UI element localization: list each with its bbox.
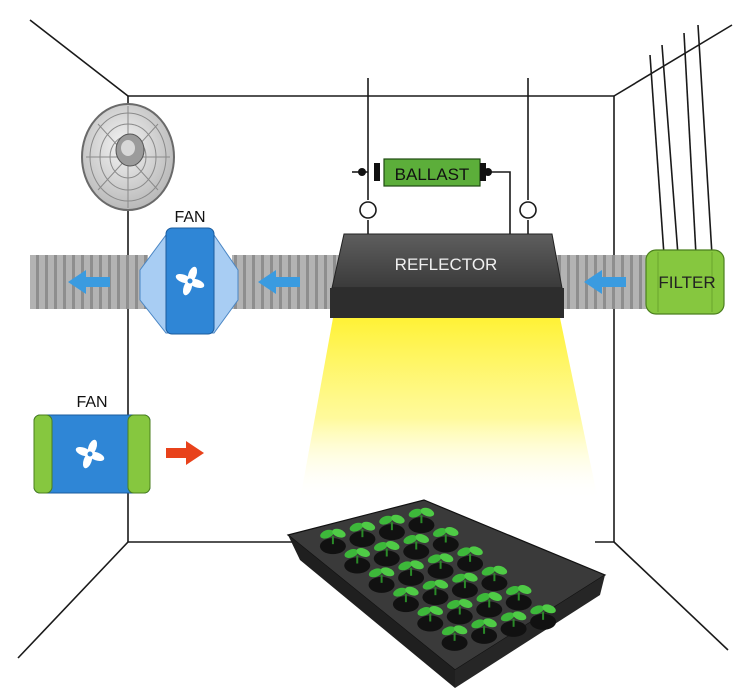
carbon-filter: FILTER: [645, 249, 725, 315]
seedling-icon: [408, 507, 435, 524]
ballast-plug-left-icon: [358, 168, 366, 176]
tray-cell: [471, 627, 498, 644]
seedling-icon: [417, 606, 443, 622]
seedling-icon: [398, 560, 424, 576]
intake-fan-cap-left: [33, 414, 53, 494]
airflow-arrow-right-icon: [584, 270, 626, 294]
seedling-icon: [530, 604, 556, 620]
airflow-arrows: [68, 270, 626, 294]
seedling-icon: [433, 527, 459, 543]
tray-cell: [457, 555, 484, 572]
tray-cell: [441, 634, 468, 651]
tray-cell: [344, 557, 371, 574]
intake-arrow-icon: [166, 441, 204, 465]
tray-cell: [505, 594, 532, 611]
tray-cell: [417, 615, 444, 632]
seedling-icon: [344, 548, 370, 564]
seedling-icon: [379, 514, 405, 531]
ballast: BALLAST: [358, 158, 492, 187]
seedling-icon: [476, 592, 502, 608]
seedling-tray: [286, 499, 607, 688]
seedling-icon: [320, 528, 346, 545]
tray-side: [288, 535, 455, 688]
seedling-icon: [506, 585, 532, 601]
inline-fan-label: FAN: [174, 209, 205, 226]
intake-fan-cap-right: [127, 414, 151, 494]
seedling-icon: [471, 618, 497, 634]
tray-cell: [378, 524, 405, 541]
tray-cells: [319, 517, 557, 651]
tray-cell: [373, 550, 400, 567]
seedling-icon: [441, 625, 468, 641]
tray-cell: [319, 538, 346, 555]
wall-fan: [81, 103, 175, 211]
reflector-label: REFLECTOR: [395, 255, 498, 274]
tray-cell: [392, 596, 419, 613]
inline-duct-fan: FAN: [139, 209, 239, 335]
seedling-icon: [427, 553, 454, 569]
airflow-arrow-middle-icon: [258, 270, 300, 294]
tray-front: [455, 575, 605, 688]
filter-cords: [649, 24, 713, 256]
intake-fan-icon: [75, 439, 105, 469]
inline-duct-fan-icon: [175, 266, 205, 296]
intake-fan: FAN: [33, 394, 204, 494]
tray-cell: [432, 536, 459, 553]
seedling-icon: [368, 567, 395, 583]
tray-cell: [368, 576, 395, 593]
seedlings: [320, 507, 556, 641]
tray-cell: [500, 620, 527, 637]
seedling-icon: [393, 586, 419, 603]
light-beam: [300, 318, 598, 500]
seedling-icon: [374, 541, 400, 557]
seedling-icon: [422, 579, 449, 596]
seedling-icon: [403, 534, 429, 550]
hanger-ring-left: [359, 201, 377, 219]
tray-cell: [403, 543, 430, 560]
grow-light-reflector: REFLECTOR: [330, 233, 564, 318]
tray-cell: [446, 608, 473, 625]
seedling-icon: [481, 565, 508, 582]
seedling-icon: [447, 599, 473, 615]
filter-label: FILTER: [658, 273, 715, 292]
tray-cell: [398, 569, 425, 586]
intake-fan-label: FAN: [76, 394, 107, 411]
seedling-icon: [452, 572, 478, 589]
tray-cell: [476, 601, 503, 618]
tray-cell: [408, 517, 435, 534]
hanger-ring-right: [519, 201, 537, 219]
light-hanging-wires: [352, 78, 529, 236]
airflow-arrow-left-icon: [68, 270, 110, 294]
tray-cell: [349, 531, 376, 548]
seedling-icon: [500, 611, 527, 627]
tray-cell: [481, 575, 508, 592]
filter-body: [645, 249, 725, 315]
ballast-plug-right-icon: [484, 168, 492, 176]
tray-cell: [451, 582, 478, 599]
tray-cell: [530, 613, 557, 630]
reflector-base: [330, 288, 564, 318]
seedling-icon: [349, 521, 376, 538]
tray-cell: [422, 589, 449, 606]
ballast-label: BALLAST: [395, 165, 470, 184]
seedling-icon: [457, 546, 483, 562]
tray-cell: [427, 562, 454, 579]
